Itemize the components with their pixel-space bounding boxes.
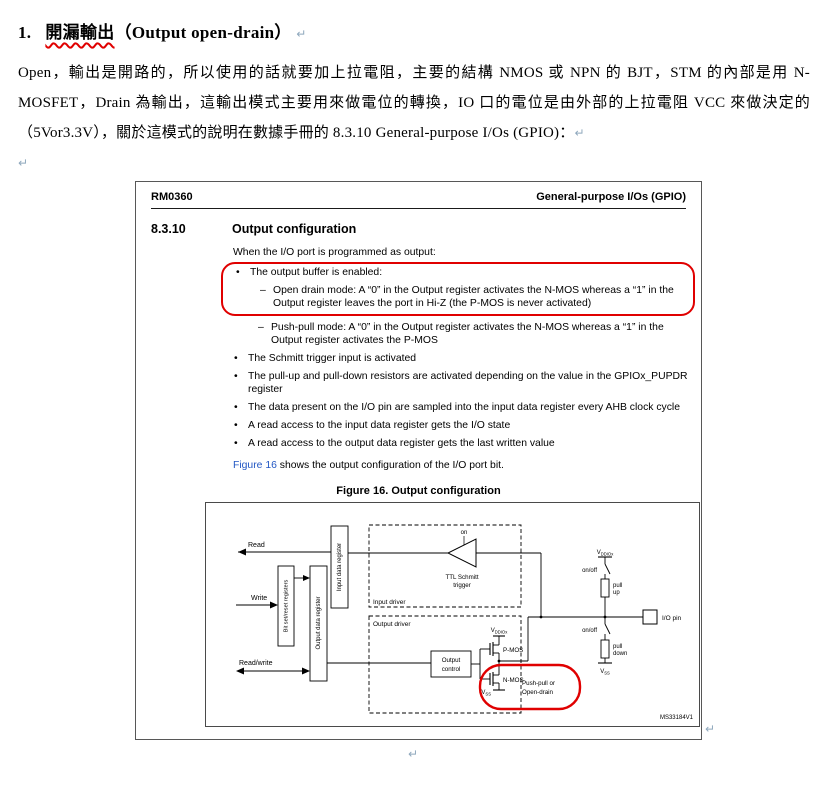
bullet-marker: •: [234, 353, 238, 364]
pmos-label: P-MOS: [503, 647, 523, 654]
write-label: Write: [251, 595, 267, 602]
heading-title: 開漏輸出: [45, 23, 115, 42]
bit-set-reset-registers-label: Bit set/reset registers: [283, 580, 289, 633]
output-data-register-label: Output data register: [316, 596, 322, 649]
heading: 1. 開漏輸出（Output open-drain） ↵: [18, 18, 812, 43]
bullet-marker: •: [234, 402, 238, 413]
bullet-item: • The output buffer is enabled:: [235, 266, 687, 279]
manual-header: RM0360 General-purpose I/Os (GPIO): [151, 182, 686, 209]
red-annotation-oval: [478, 663, 582, 711]
vddiox-label-driver: VDDIOx: [491, 628, 508, 635]
section-number: 8.3.10: [151, 222, 186, 236]
bullet-item: • The data present on the I/O pin are sa…: [233, 401, 689, 414]
sub-bullet-item: – Open drain mode: A “0” in the Output r…: [235, 284, 687, 310]
ttl-schmitt-label-line2: trigger: [453, 582, 471, 589]
paragraph-mark: ↵: [296, 27, 307, 41]
manual-chapter-title: General-purpose I/Os (GPIO): [536, 191, 686, 203]
schmitt-trigger-symbol: [446, 538, 477, 568]
bullet-text: The data present on the I/O pin are samp…: [248, 402, 681, 413]
bullet-text: A read access to the output data registe…: [248, 438, 555, 449]
read-label: Read: [248, 542, 265, 549]
embedded-manual-image[interactable]: RM0360 General-purpose I/Os (GPIO) 8.3.1…: [135, 181, 735, 740]
bullet-text: The pull-up and pull-down resistors are …: [248, 371, 688, 395]
pull-down-label-line1: pull: [613, 644, 622, 650]
push-pull-label-line1: Push-pull or: [522, 680, 555, 687]
sub-bullet-item: – Push-pull mode: A “0” in the Output re…: [233, 321, 689, 347]
empty-paragraph-centered: ↵: [18, 745, 808, 763]
sub-bullet-text: Open drain mode: A “0” in the Output reg…: [273, 285, 674, 309]
input-data-register-label: Input data register: [337, 543, 343, 591]
input-driver-box: [368, 524, 522, 608]
push-pull-label-line2: Open-drain: [522, 689, 554, 696]
red-annotation-box: • The output buffer is enabled: – Open d…: [221, 262, 695, 316]
on-off-label-top: on/off: [582, 568, 597, 574]
paragraph-mark: ↵: [574, 126, 585, 140]
output-driver-box: [368, 615, 522, 714]
output-control-label-line2: control: [442, 666, 461, 673]
bullet-text: The Schmitt trigger input is activated: [248, 353, 417, 364]
vss-label-pull: VSS: [600, 669, 610, 676]
dash-marker: –: [258, 322, 264, 333]
ttl-schmitt-label-line1: TTL Schmitt: [445, 574, 478, 581]
intro-text: When the I/O port is programmed as outpu…: [233, 247, 436, 258]
figure-caption: Figure 16. Output configuration: [336, 485, 501, 497]
body-paragraph: Open，輸出是開路的，所以使用的話就要加上拉電阻，主要的結構 NMOS 或 N…: [18, 58, 812, 148]
io-pin-label: I/O pin: [662, 615, 682, 622]
heading-number: 1.: [18, 23, 32, 42]
output-control-box: [430, 650, 472, 678]
vss-label-driver: VSS: [481, 690, 491, 697]
figure-watermark: MS33184V1: [660, 715, 694, 721]
on-off-label-bottom: on/off: [582, 628, 597, 634]
bullet-text: The output buffer is enabled:: [250, 267, 383, 278]
read-write-label: Read/write: [239, 660, 273, 667]
figure-16-link: Figure 16: [233, 460, 277, 471]
input-data-register-box: [330, 525, 349, 609]
paragraph-mark: ↵: [18, 156, 29, 170]
figure-reference: Figure 16 shows the output configuration…: [233, 459, 689, 472]
output-driver-label: Output driver: [373, 621, 411, 628]
nmos-label: N-MOS: [503, 677, 524, 684]
input-driver-label: Input driver: [373, 599, 406, 606]
vddiox-label-pull: VDDIOx: [597, 550, 614, 557]
bullet-item: • The Schmitt trigger input is activated: [233, 352, 689, 365]
sub-bullet-text: Push-pull mode: A “0” in the Output regi…: [271, 322, 664, 346]
empty-paragraph: ↵: [18, 148, 812, 178]
bullet-marker: •: [236, 267, 240, 278]
bullet-item: • A read access to the output data regis…: [233, 437, 689, 450]
diagram-wiring: [236, 536, 643, 691]
figure-reference-text: shows the output configuration of the I/…: [276, 460, 504, 471]
output-control-label-line1: Output: [442, 657, 461, 664]
bullet-item: • A read access to the input data regist…: [233, 419, 689, 432]
pull-up-label-line1: pull: [613, 583, 622, 589]
io-pin-square: [642, 609, 658, 625]
figure-16-diagram: Read Write Read/write Input data registe…: [236, 524, 694, 721]
section-heading: 8.3.10 Output configuration: [151, 222, 686, 236]
on-label: on: [461, 530, 468, 536]
output-data-register-box: [309, 565, 328, 682]
paragraph-mark: ↵: [705, 722, 716, 736]
pull-down-label-line2: down: [613, 651, 627, 657]
body-paragraph-text: Open，輸出是開路的，所以使用的話就要加上拉電阻，主要的結構 NMOS 或 N…: [18, 65, 810, 141]
section-title: Output configuration: [232, 222, 357, 236]
paragraph-mark: ↵: [407, 747, 419, 761]
bit-set-reset-registers-box: [277, 565, 295, 647]
bullet-text: A read access to the input data register…: [248, 420, 511, 431]
bullet-marker: •: [234, 438, 238, 449]
dash-marker: –: [260, 285, 266, 296]
bullet-marker: •: [234, 420, 238, 431]
bullet-item: • The pull-up and pull-down resistors ar…: [233, 370, 689, 396]
manual-page: RM0360 General-purpose I/Os (GPIO) 8.3.1…: [135, 181, 702, 740]
section-body: When the I/O port is programmed as outpu…: [221, 246, 695, 472]
heading-suffix: （Output open-drain）: [114, 23, 292, 42]
manual-doc-id: RM0360: [151, 191, 193, 203]
bullet-marker: •: [234, 371, 238, 382]
pull-up-label-line2: up: [613, 590, 620, 596]
document-page: 1. 開漏輸出（Output open-drain） ↵ Open，輸出是開路的，…: [18, 18, 812, 763]
figure-16-frame: Read Write Read/write Input data registe…: [205, 502, 700, 727]
